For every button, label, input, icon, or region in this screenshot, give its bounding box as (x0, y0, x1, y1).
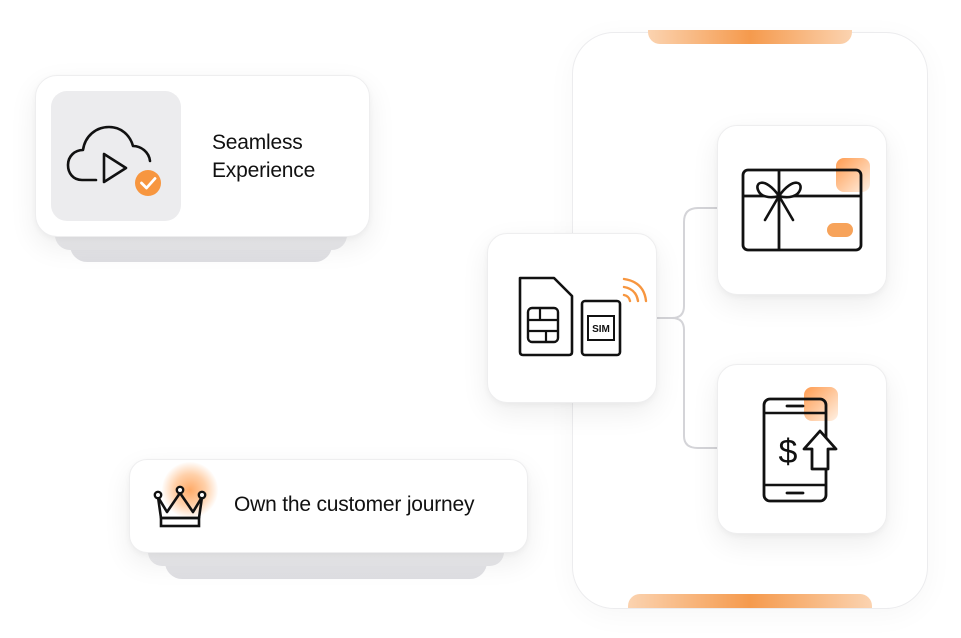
customer-journey-card[interactable]: Own the customer journey (129, 459, 528, 553)
gift-card-icon (741, 168, 863, 252)
gift-accent (836, 158, 870, 192)
seamless-experience-card[interactable]: Seamless Experience (35, 75, 370, 237)
cloud-play-check-icon (66, 125, 161, 196)
phone-top-accent (648, 30, 852, 44)
phone-dollar-upload-icon: $ (762, 397, 838, 503)
esim-signal-icon: SIM (580, 277, 648, 357)
icon-tile (51, 91, 181, 221)
sim-card-icon (518, 276, 574, 357)
journey-title: Own the customer journey (234, 493, 475, 516)
crown-icon (153, 485, 207, 528)
svg-text:$: $ (779, 433, 798, 471)
gift-card-tile[interactable] (717, 125, 887, 295)
mobile-topup-tile[interactable]: $ (717, 364, 887, 534)
topup-accent (804, 387, 838, 421)
seamless-title-line2: Experience (212, 159, 316, 182)
seamless-title-line1: Seamless (212, 131, 303, 154)
phone-bottom-accent (628, 594, 872, 608)
sim-label: SIM (592, 324, 610, 335)
sim-card[interactable]: SIM (487, 233, 657, 403)
